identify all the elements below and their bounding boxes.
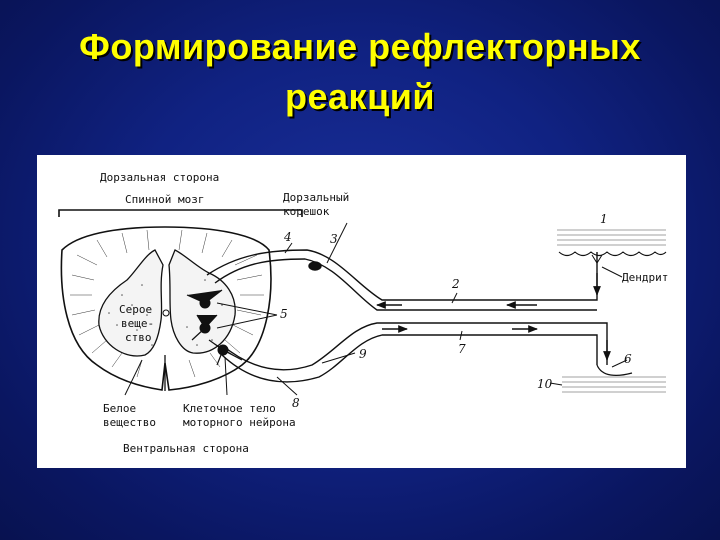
label-dorsal-side: Дорзальная сторона (100, 171, 219, 184)
label-dorsal-root-1: Дорзальный (283, 191, 349, 204)
number-4: 4 (283, 230, 292, 244)
label-ventral-side: Вентральная сторона (123, 442, 249, 455)
label-white-matter-1: Белое (103, 402, 136, 415)
label-gray-matter-2: веще- (121, 317, 154, 330)
number-5: 5 (280, 307, 288, 321)
title-line-2: реакций (285, 76, 435, 117)
leader-lines (124, 222, 628, 396)
number-2: 2 (451, 277, 460, 291)
effector-muscle (562, 364, 666, 393)
reflex-arc-figure: Дорзальная сторона Спинной мозг Дорзальн… (37, 155, 686, 468)
spinal-cord-section (60, 226, 272, 391)
label-motor-body-1: Клеточное тело (183, 402, 276, 415)
sensory-pathway (206, 249, 598, 311)
slide-title: Формирование рефлекторных реакций (0, 22, 720, 122)
motor-pathway (221, 322, 608, 383)
spinal-cord-outline (60, 226, 272, 391)
number-6: 6 (624, 352, 632, 366)
number-1: 1 (600, 212, 608, 226)
central-canal (162, 309, 170, 317)
title-line-1: Формирование рефлекторных (79, 26, 641, 67)
label-dendrite: Дендрит (622, 271, 668, 284)
reflex-arc-diagram: Дорзальная сторона Спинной мозг Дорзальн… (58, 171, 668, 455)
label-gray-matter-3: ство (125, 331, 152, 344)
skin-receptor (557, 229, 667, 264)
label-gray-matter-1: Серое (119, 303, 152, 316)
label-dorsal-root-2: корешок (283, 205, 330, 218)
gray-matter-dots (108, 279, 223, 346)
number-9: 9 (359, 347, 367, 361)
spinal-ganglion (308, 261, 322, 271)
number-7: 7 (458, 342, 466, 356)
number-8: 8 (292, 396, 300, 410)
label-spinal-cord: Спинной мозг (125, 193, 204, 206)
white-matter-texture (70, 229, 264, 378)
label-white-matter-2: вещество (103, 416, 156, 429)
number-10: 10 (537, 377, 553, 391)
direction-arrows (376, 273, 611, 361)
number-3: 3 (330, 232, 338, 246)
spinal-cord-bracket (58, 209, 303, 217)
gray-matter-left (98, 249, 164, 357)
neurons (186, 289, 243, 366)
label-motor-body-2: моторного нейрона (183, 416, 296, 429)
